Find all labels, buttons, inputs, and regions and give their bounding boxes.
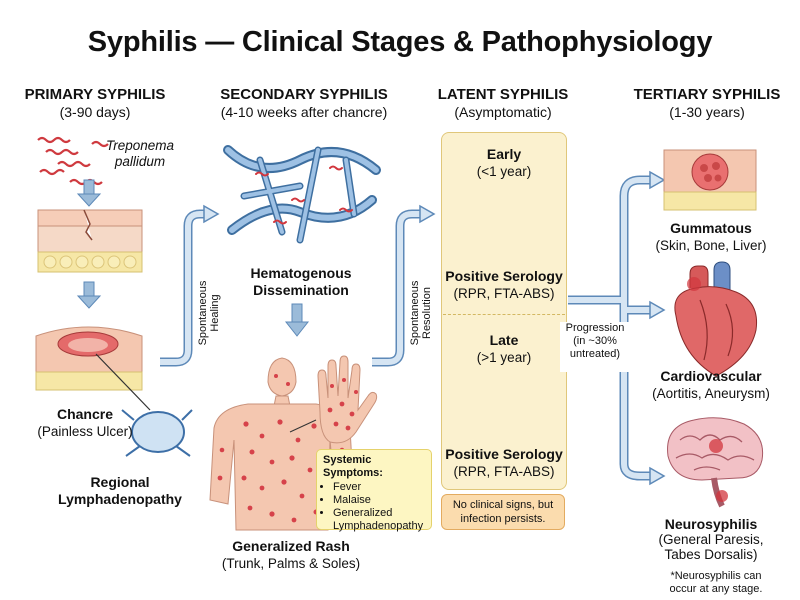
brain-icon (667, 417, 764, 508)
chancre-desc: (Painless Ulcer) (37, 424, 133, 439)
symptom-item: Malaise (333, 494, 425, 507)
blood-vessel-icon (223, 145, 381, 244)
gummatous-label: Gummatous (670, 220, 752, 236)
neurosyphilis-label: Neurosyphilis (664, 516, 758, 532)
rash-label: Generalized Rash (232, 538, 350, 554)
chancre-ulcer-icon (35, 326, 143, 391)
primary-duration: (3-90 days) (59, 104, 131, 120)
palm-rash-icon (289, 355, 378, 444)
symptom-item: Fever (333, 481, 425, 494)
symptoms-title: Systemic Symptoms: (323, 454, 383, 479)
lymph-node-icon (121, 409, 193, 457)
treponema-spirochete-icon (37, 136, 109, 186)
arrow-primary-to-secondary (160, 204, 220, 367)
latent-heading: LATENT SYPHILIS (437, 86, 569, 103)
cardiovascular-desc: (Aortitis, Aneurysm) (652, 386, 770, 401)
primary-heading: PRIMARY SYPHILIS (24, 86, 166, 103)
late-serology-tests: (RPR, FTA-ABS) (453, 464, 555, 479)
heart-icon (674, 261, 758, 377)
tertiary-heading: TERTIARY SYPHILIS (633, 86, 781, 103)
symptom-item: Generalized Lymphadenopathy (333, 507, 425, 533)
late-serology-label: Positive Serology (445, 446, 563, 462)
page-title: Syphilis — Clinical Stages & Pathophysio… (87, 26, 713, 58)
early-serology-label: Positive Serology (445, 268, 563, 284)
latent-panel (441, 132, 567, 490)
chancre-label: Chancre (56, 406, 114, 422)
chancre-leader-line (95, 353, 151, 411)
latent-divider (443, 314, 565, 315)
tertiary-duration: (1-30 years) (669, 104, 745, 120)
latent-subheading: (Asymptomatic) (454, 104, 552, 120)
early-desc: (<1 year) (476, 164, 532, 179)
early-serology-tests: (RPR, FTA-ABS) (453, 286, 555, 301)
early-label: Early (486, 146, 522, 162)
rash-desc: (Trunk, Palms & Soles) (221, 556, 361, 571)
secondary-heading: SECONDARY SYPHILIS (220, 86, 388, 103)
gummatous-desc: (Skin, Bone, Liver) (655, 238, 767, 253)
skin-layer-icon (37, 209, 143, 273)
cardiovascular-label: Cardiovascular (660, 368, 762, 384)
progression-label: Progression (in ~30% untreated) (560, 322, 630, 372)
arrow-skin-to-chancre (76, 281, 102, 309)
arrow-secondary-to-latent (372, 204, 436, 367)
latent-note: No clinical signs, but infection persist… (441, 494, 565, 530)
late-label: Late (489, 332, 519, 348)
secondary-duration: (4-10 weeks after chancre) (220, 104, 388, 120)
arrow-organism-to-skin (76, 179, 102, 207)
systemic-symptoms-box: Systemic Symptoms: Fever Malaise General… (316, 449, 432, 533)
arrow-dissemination-to-rash (284, 303, 310, 337)
neurosyphilis-desc: (General Paresis,Tabes Dorsalis) (658, 532, 764, 562)
gumma-icon (663, 149, 757, 211)
late-desc: (>1 year) (476, 350, 532, 365)
